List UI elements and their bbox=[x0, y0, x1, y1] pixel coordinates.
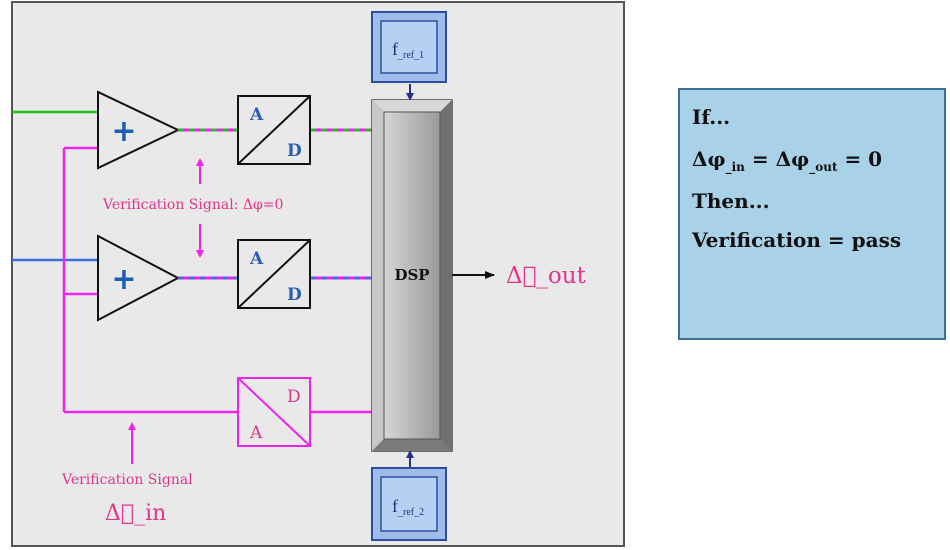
dsp-block: DSP bbox=[371, 99, 453, 452]
ref-top-f: f bbox=[392, 39, 398, 59]
ref-top-sub: _ref_1 bbox=[397, 50, 424, 61]
dsp-label: DSP bbox=[394, 266, 429, 284]
adder-middle: + bbox=[97, 234, 181, 322]
adc-middle: A D bbox=[237, 239, 311, 309]
adc-mid-d: D bbox=[287, 285, 302, 305]
adc-top: A D bbox=[237, 95, 311, 165]
condition-sub-out: _out bbox=[809, 160, 838, 174]
adc-top-a: A bbox=[249, 105, 264, 125]
input-delta-label: Δ _in bbox=[105, 501, 166, 526]
condition-line: Δφ_in = Δφ_out = 0 bbox=[692, 138, 932, 180]
condition-sub-in: _in bbox=[725, 160, 745, 174]
condition-equals-zero: = 0 bbox=[837, 147, 883, 171]
adder-top: + bbox=[97, 90, 181, 170]
adc-mid-a: A bbox=[249, 249, 264, 269]
if-line: If... bbox=[692, 105, 731, 129]
svg-text:f_ref_1: f_ref_1 bbox=[392, 39, 424, 61]
output-delta-label: Δ _out bbox=[506, 263, 587, 289]
result-line: Verification = pass bbox=[692, 228, 902, 252]
ref-clock-top: f_ref_1 bbox=[371, 11, 447, 83]
verification-signal-bottom-label: Verification Signal bbox=[61, 472, 193, 488]
then-line: Then... bbox=[692, 189, 770, 213]
ref-bottom-f: f bbox=[392, 496, 398, 516]
dac-bottom: D A bbox=[237, 377, 311, 447]
ref-clock-bottom: f_ref_2 bbox=[371, 467, 447, 541]
svg-text:f_ref_2: f_ref_2 bbox=[392, 496, 424, 518]
verification-signal-top-label: Verification Signal: Δφ=0 bbox=[102, 197, 283, 213]
dac-d: D bbox=[287, 387, 301, 407]
magenta-feed-bus bbox=[62, 146, 372, 414]
condition-delta-in: Δφ bbox=[692, 147, 726, 171]
ref-bottom-sub: _ref_2 bbox=[397, 507, 424, 518]
condition-delta-out: = Δφ bbox=[744, 147, 810, 171]
adder-top-symbol: + bbox=[111, 114, 136, 149]
dac-a: A bbox=[249, 423, 263, 443]
adc-top-d: D bbox=[287, 141, 302, 161]
verification-condition-box: If... Δφ_in = Δφ_out = 0 Then... Verific… bbox=[678, 88, 946, 340]
adder-middle-symbol: + bbox=[111, 262, 136, 297]
